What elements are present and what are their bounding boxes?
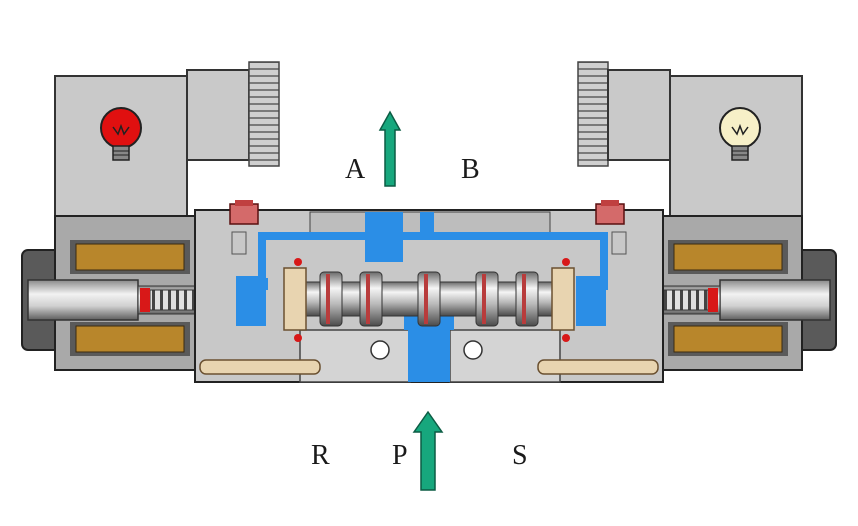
port-r-label: R bbox=[311, 440, 330, 471]
right-connector-neck bbox=[607, 69, 671, 161]
arrow-up-icon bbox=[412, 410, 444, 491]
spool-land-4 bbox=[475, 271, 499, 327]
port-p-label: P bbox=[392, 440, 408, 471]
right-solenoid-head bbox=[577, 61, 803, 217]
port-a-label: A bbox=[345, 154, 366, 185]
spool-land-1 bbox=[319, 271, 343, 327]
left-solenoid-coil bbox=[21, 215, 237, 371]
spool-land-3 bbox=[417, 271, 441, 327]
left-solenoid-head bbox=[54, 61, 280, 217]
mounting-hole-right bbox=[463, 340, 483, 360]
spool-land-2 bbox=[359, 271, 383, 327]
spool bbox=[283, 258, 575, 342]
left-knurled-nut bbox=[248, 61, 280, 167]
mounting-hole-left bbox=[370, 340, 390, 360]
spool-land-5 bbox=[515, 271, 539, 327]
pilot-caps bbox=[229, 200, 627, 255]
arrow-up-icon bbox=[378, 110, 402, 187]
right-solenoid-coil bbox=[621, 215, 837, 371]
lamp-on-icon bbox=[100, 107, 142, 161]
lamp-off-icon bbox=[719, 107, 761, 161]
port-s-label: S bbox=[512, 440, 528, 471]
left-connector-neck bbox=[186, 69, 250, 161]
right-knurled-nut bbox=[577, 61, 609, 167]
port-b-label: B bbox=[461, 154, 480, 185]
